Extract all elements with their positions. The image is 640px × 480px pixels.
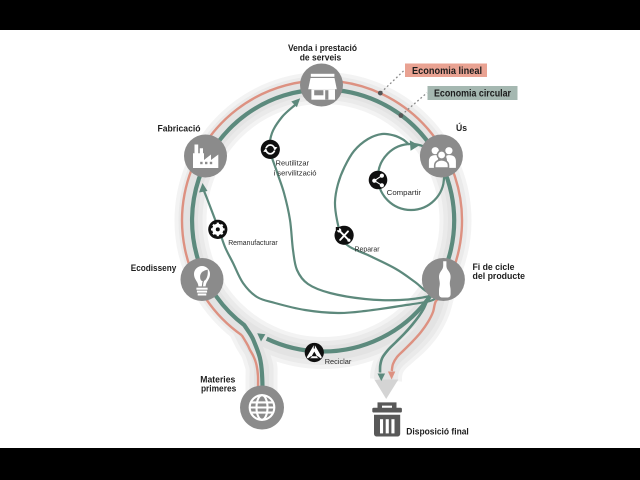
svg-text:del producte: del producte bbox=[473, 270, 526, 281]
svg-text:Remanufacturar: Remanufacturar bbox=[228, 238, 278, 247]
svg-text:primeres: primeres bbox=[201, 383, 236, 394]
svg-text:Fi de cicle: Fi de cicle bbox=[473, 261, 515, 272]
svg-text:Fabricació: Fabricació bbox=[158, 122, 201, 133]
svg-text:Disposició final: Disposició final bbox=[406, 426, 469, 437]
svg-text:Venda i prestació: Venda i prestació bbox=[288, 42, 357, 53]
svg-text:de serveis: de serveis bbox=[300, 52, 342, 63]
svg-text:Economia lineal: Economia lineal bbox=[412, 66, 482, 77]
svg-text:Economia circular: Economia circular bbox=[434, 89, 511, 100]
svg-text:Ús: Ús bbox=[456, 122, 467, 133]
svg-text:Reparar: Reparar bbox=[355, 245, 380, 254]
svg-text:Materies: Materies bbox=[200, 374, 235, 385]
svg-text:Reutilitzar: Reutilitzar bbox=[276, 159, 310, 168]
svg-text:Reciclar: Reciclar bbox=[325, 357, 352, 366]
svg-text:Compartir: Compartir bbox=[387, 188, 422, 197]
svg-text:i servilització: i servilització bbox=[274, 169, 317, 178]
svg-text:Ecodisseny: Ecodisseny bbox=[131, 262, 177, 273]
